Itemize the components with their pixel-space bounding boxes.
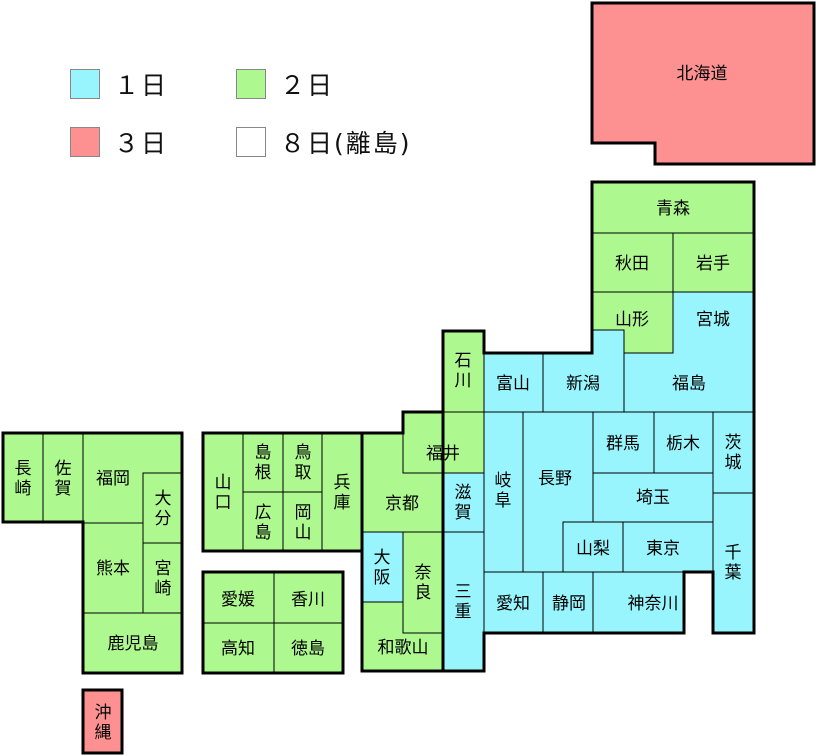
prefecture-label: 大分 [155,489,172,529]
prefecture-label: 青森 [656,199,690,219]
prefecture-label: 秋田 [615,254,649,274]
prefecture-label: 香川 [291,590,325,610]
prefecture-label: 長野 [538,469,572,489]
prefecture-label: 岐阜 [495,471,512,511]
legend-item-day1: １日 [70,66,168,102]
prefecture-label: 兵庫 [334,473,351,513]
prefecture-label: 福井 [426,444,460,464]
prefecture-region [142,542,183,614]
prefecture-label: 茨城 [725,433,742,473]
legend-swatch [70,127,100,157]
legend-label: ８日(離島) [280,129,412,158]
prefecture-label: 宮城 [696,310,730,330]
legend-label: １日 [114,71,169,100]
prefecture-region [82,612,183,674]
prefecture-label: 埼玉 [636,488,670,508]
prefecture-label: 広島 [255,503,272,543]
prefecture-label: 大阪 [374,548,391,588]
prefecture-region [361,531,404,603]
prefecture-label: 島根 [255,443,272,483]
prefecture-region [712,492,755,634]
prefecture-label: 神奈川 [628,594,679,614]
prefecture-region [282,491,323,552]
prefecture-label: 山形 [615,310,649,330]
legend-item-day3: ３日 [70,124,168,160]
prefecture-label: 和歌山 [378,638,429,658]
prefecture-label: 沖縄 [95,703,112,743]
prefecture-region [591,181,755,234]
prefecture-label: 高知 [221,639,255,659]
prefecture-region [592,571,685,634]
prefecture-region [712,411,755,494]
prefecture-region [402,531,444,634]
region-outline [360,410,445,673]
prefecture-region [542,329,625,413]
legend-swatch [236,69,266,99]
prefecture-label: 福岡 [96,469,130,489]
legend-label: ３日 [114,129,169,158]
prefecture-label: 京都 [385,494,419,514]
prefecture-label: 愛知 [496,594,530,614]
prefecture-region [202,571,275,624]
prefecture-label: 千葉 [725,543,742,583]
prefecture-label: 山梨 [576,539,610,559]
prefecture-label: 鹿児島 [108,634,159,654]
prefecture-label: 富山 [496,374,530,394]
prefecture-label: 愛媛 [221,590,255,610]
prefecture-region [483,411,524,573]
prefecture-label: 栃木 [666,434,700,454]
legend-item-day2: ２日 [236,66,334,102]
prefecture-label: 山口 [215,473,232,513]
prefecture-label: 奈良 [415,563,432,603]
prefecture-label: 佐賀 [55,459,72,499]
prefecture-region [562,521,624,573]
prefecture-label: 鳥取 [295,443,312,483]
region-outline [1,431,184,675]
prefecture-region [622,521,714,573]
prefecture-region [591,232,674,293]
legend-swatch [236,127,266,157]
prefecture-label: 北海道 [677,64,728,84]
prefecture-label: 群馬 [606,434,640,454]
legend-swatch [70,69,100,99]
region-outline [201,570,345,675]
prefecture-label: 岡山 [295,503,312,543]
prefecture-label: 熊本 [96,559,130,579]
prefecture-label: 静岡 [552,594,586,614]
prefecture-label: 長崎 [15,459,32,499]
prefecture-label: 宮崎 [155,559,172,599]
region-outline [590,1,816,166]
region-outline [441,180,756,673]
legend-label: ２日 [280,71,335,100]
prefecture-label: 岩手 [696,254,730,274]
region-outline [81,688,124,755]
prefecture-label: 石川 [455,351,472,391]
prefecture-label: 福島 [672,374,706,394]
prefecture-label: 新潟 [566,374,600,394]
prefecture-label: 三重 [455,582,472,622]
prefecture-label: 滋賀 [455,483,472,523]
prefecture-region [483,571,544,634]
prefecture-label: 徳島 [291,639,325,659]
legend-item-day8: ８日(離島) [236,124,412,160]
prefecture-region [273,571,344,624]
prefecture-label: 東京 [646,539,680,559]
prefecture-region [42,432,84,523]
